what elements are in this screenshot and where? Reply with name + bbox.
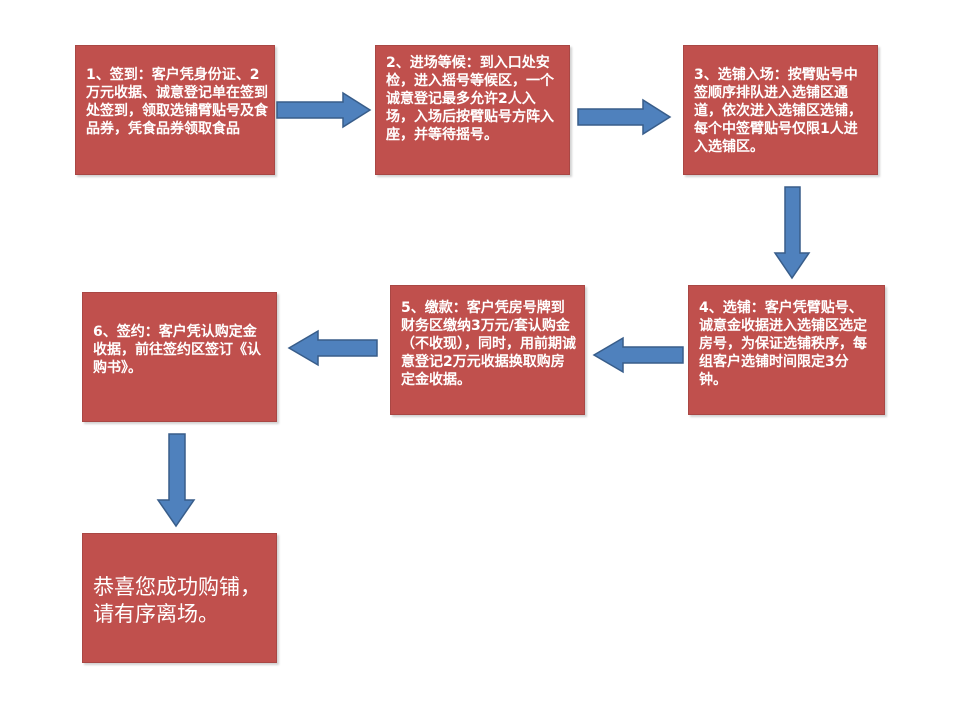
arrow-left-4-to-5 — [592, 336, 684, 374]
final-box: 恭喜您成功购铺，请有序离场。 — [82, 533, 277, 663]
arrow-right-1-to-2 — [276, 91, 372, 129]
step-5-text: 5、缴款：客户凭房号牌到财务区缴纳3万元/套认购金（不收现），同时，用前期诚意登… — [401, 300, 576, 388]
arrow-right-2-to-3 — [577, 98, 672, 136]
step-3-box: 3、选铺入场：按臂贴号中签顺序排队进入选铺区通道，依次进入选铺区选铺，每个中签臂… — [683, 45, 878, 175]
step-2-text: 2、进场等候：到入口处安检，进入摇号等候区，一个诚意登记最多允许2人入场，入场后… — [386, 55, 554, 143]
final-text: 恭喜您成功购铺，请有序离场。 — [93, 575, 261, 626]
step-4-text: 4、选铺：客户凭臂贴号、诚意金收据进入选铺区选定房号，为保证选铺秩序，每组客户选… — [699, 300, 867, 388]
step-5-box: 5、缴款：客户凭房号牌到财务区缴纳3万元/套认购金（不收现），同时，用前期诚意登… — [390, 285, 585, 415]
step-6-box: 6、签约：客户凭认购定金收据，前往签约区签订《认购书》。 — [82, 292, 277, 422]
arrow-left-5-to-6 — [287, 329, 378, 367]
step-4-box: 4、选铺：客户凭臂贴号、诚意金收据进入选铺区选定房号，为保证选铺秩序，每组客户选… — [688, 285, 885, 415]
step-6-text: 6、签约：客户凭认购定金收据，前往签约区签订《认购书》。 — [93, 324, 261, 376]
step-1-text: 1、签到：客户凭身份证、2万元收据、诚意登记单在签到处签到，领取选铺臂贴号及食品… — [86, 67, 268, 137]
arrow-down-6-to-final — [156, 433, 196, 528]
arrow-down-3-to-4 — [773, 186, 811, 280]
step-1-box: 1、签到：客户凭身份证、2万元收据、诚意登记单在签到处签到，领取选铺臂贴号及食品… — [75, 45, 275, 175]
step-3-text: 3、选铺入场：按臂贴号中签顺序排队进入选铺区通道，依次进入选铺区选铺，每个中签臂… — [694, 67, 862, 155]
step-2-box: 2、进场等候：到入口处安检，进入摇号等候区，一个诚意登记最多允许2人入场，入场后… — [375, 45, 570, 175]
